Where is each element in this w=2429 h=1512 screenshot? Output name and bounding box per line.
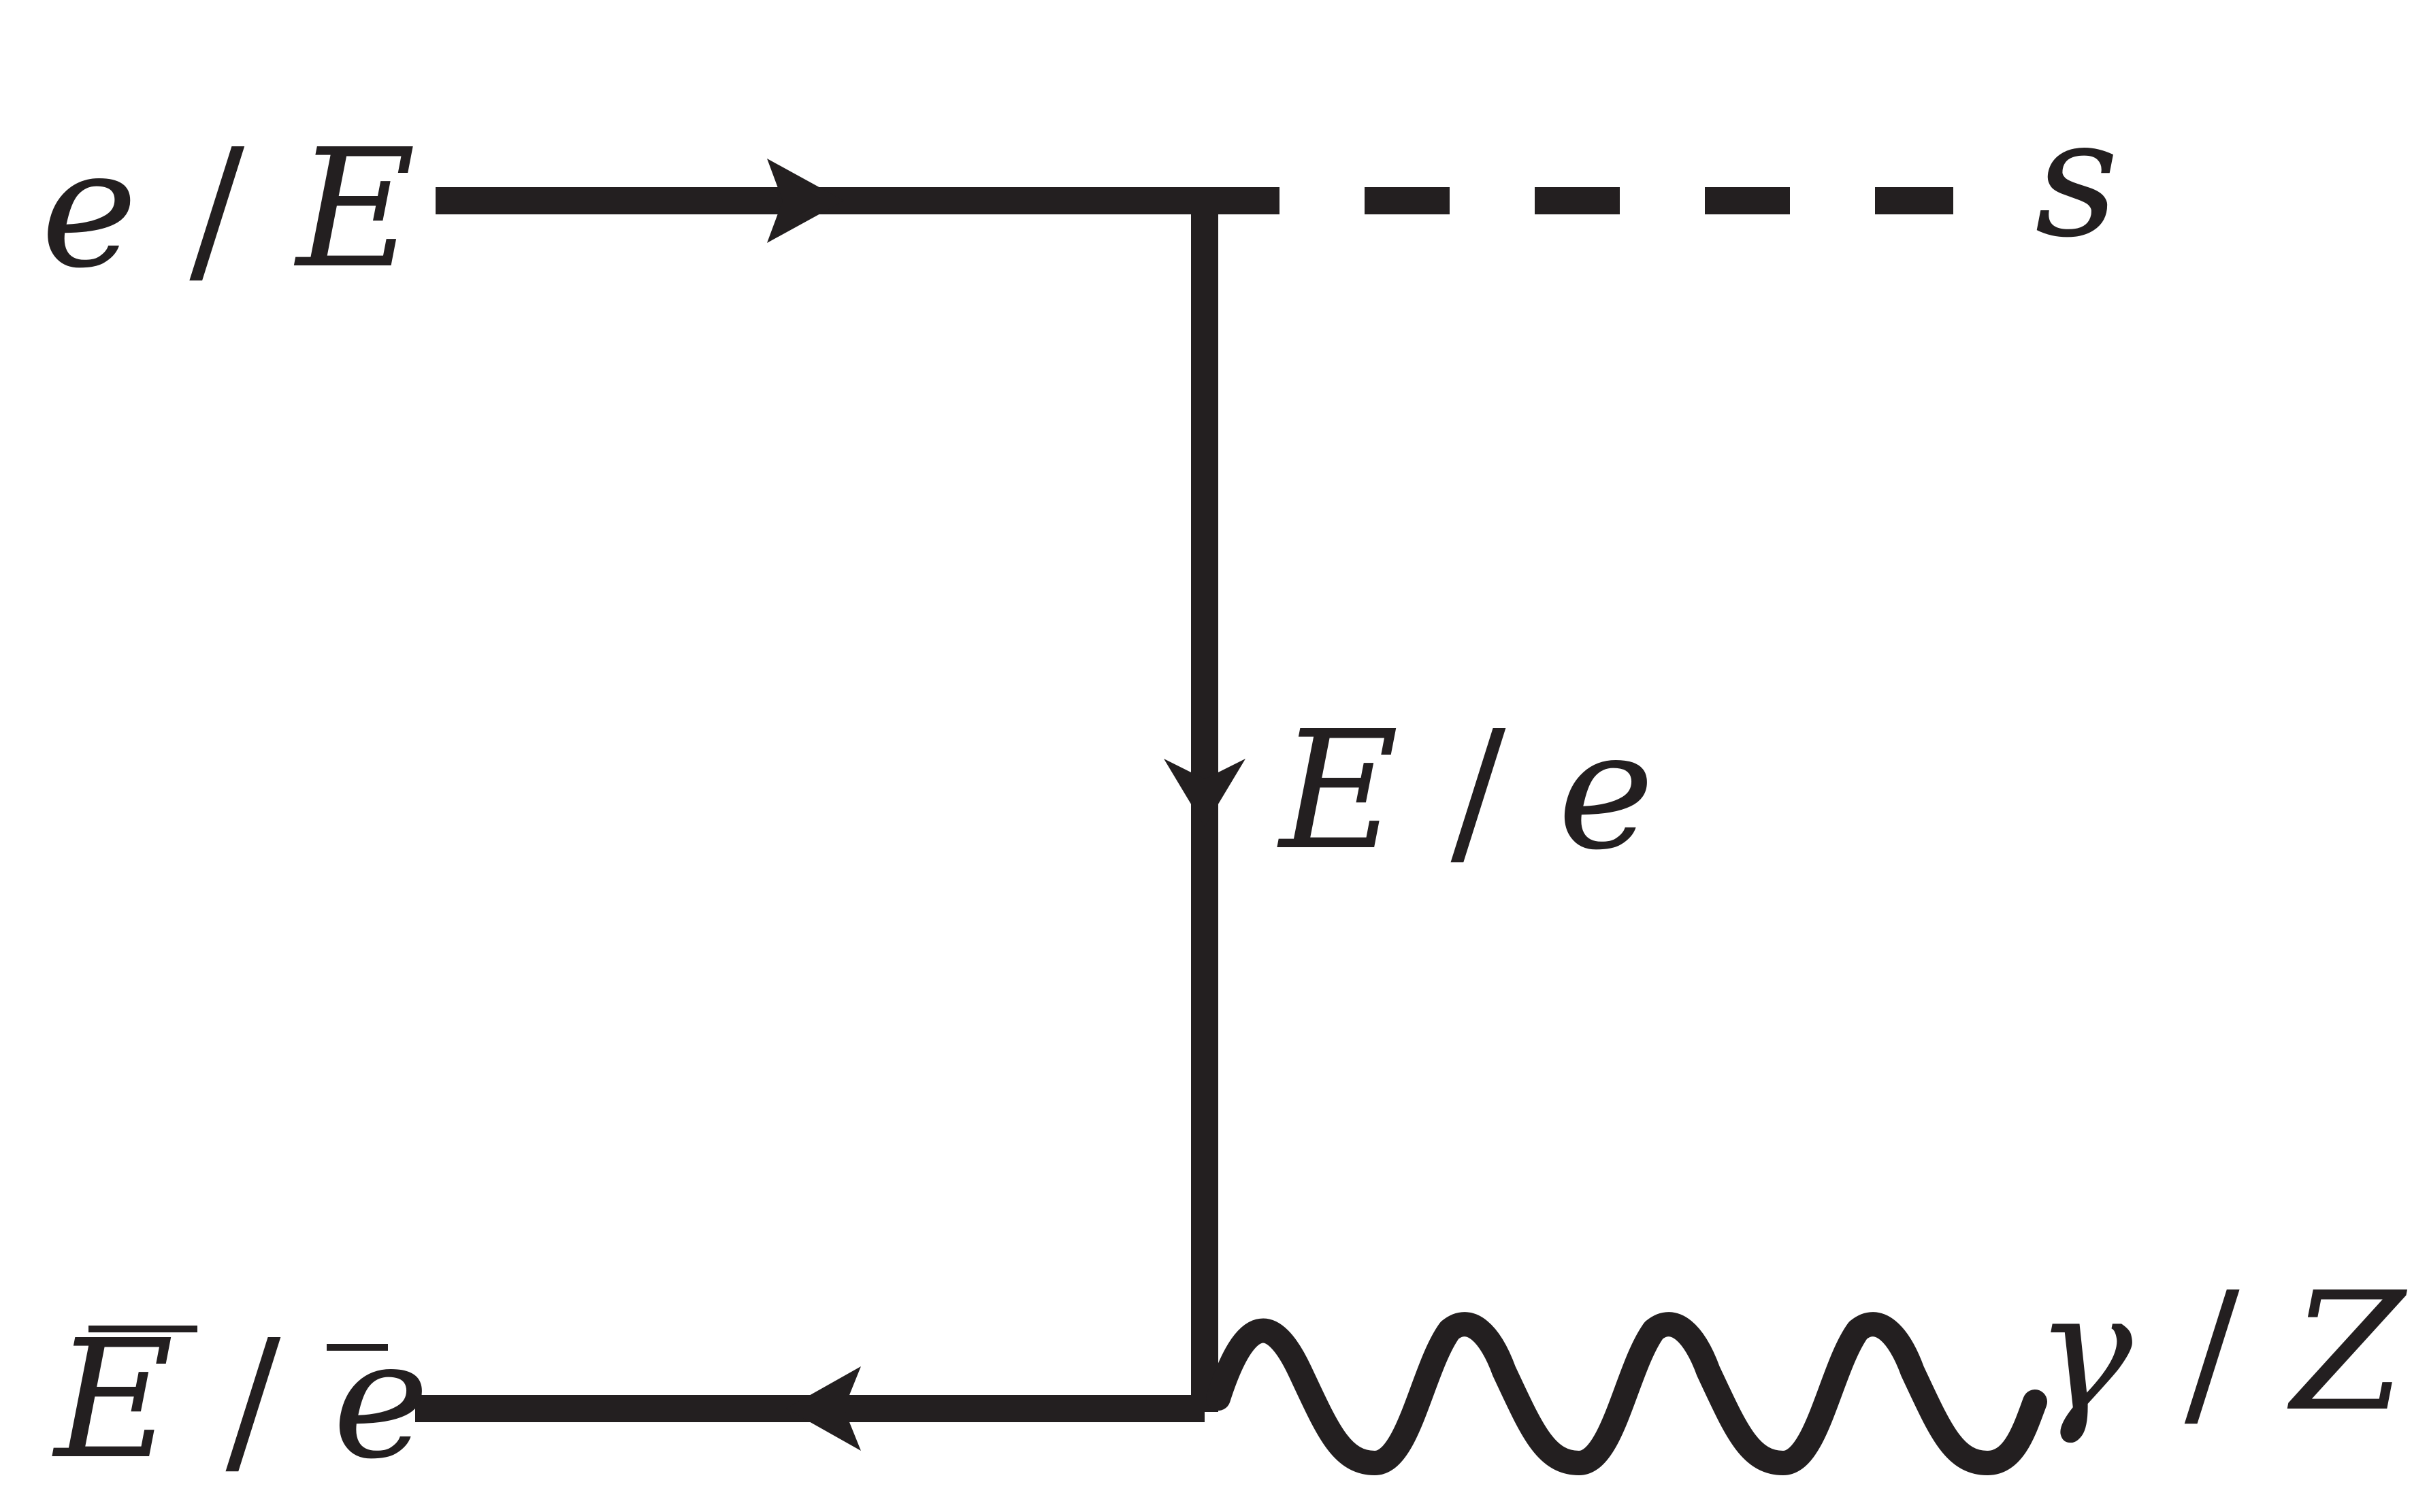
vertical-propagator-arrow <box>1164 759 1245 827</box>
label-top-left: e / E <box>41 114 416 304</box>
label-bottom-right-right: Z <box>2287 1257 2408 1447</box>
gauge-boson-wavy-line <box>1206 1312 2047 1475</box>
label-bottom-left-slash: / <box>226 1304 281 1495</box>
svg-text:E / e: E / e <box>52 1304 429 1495</box>
label-bottom-left-left: E <box>52 1304 174 1495</box>
label-top-left-left: e <box>41 114 137 304</box>
label-top-right: s <box>2035 83 2119 274</box>
label-bottom-right-slash: / <box>2185 1257 2240 1447</box>
label-bottom-right: γ / Z <box>2035 1257 2408 1447</box>
label-top-left-right: E <box>293 114 415 304</box>
label-bottom-left: E / e <box>52 1304 429 1495</box>
label-middle-right: e <box>1558 695 1654 886</box>
label-middle-slash: / <box>1451 695 1506 886</box>
svg-text:E / e: E / e <box>1277 695 1654 886</box>
svg-text:γ / Z: γ / Z <box>2035 1257 2408 1447</box>
label-bottom-right-left: γ <box>2035 1257 2133 1447</box>
label-bottom-left-right: e <box>333 1304 429 1495</box>
svg-text:e / E: e / E <box>41 114 416 304</box>
label-middle: E / e <box>1277 695 1654 886</box>
bottom-fermion-arrow <box>786 1366 861 1451</box>
label-top-left-slash: / <box>189 114 244 304</box>
label-middle-left: E <box>1277 695 1399 886</box>
top-fermion-arrow <box>767 159 844 243</box>
